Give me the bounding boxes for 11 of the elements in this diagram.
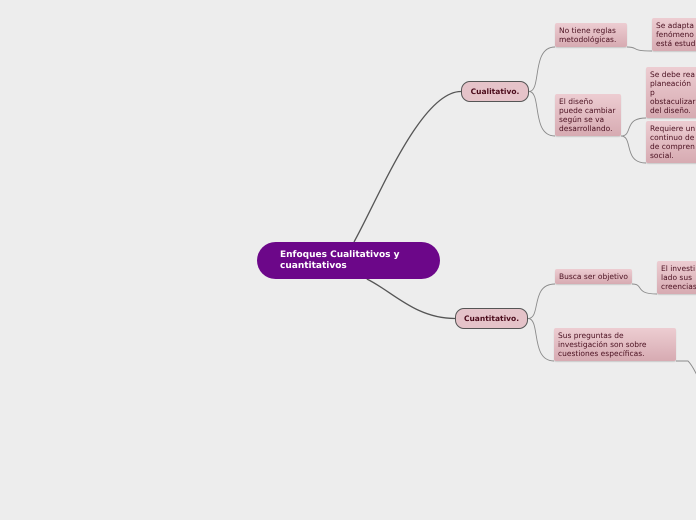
central-topic: Enfoques Cualitativos y cuantitativos [257,242,440,279]
connector-line [528,318,554,362]
connector-line [528,46,556,92]
connector-line [620,118,646,136]
connector-line [620,136,646,164]
connector-line [528,284,556,319]
connector-line [366,278,456,320]
connector-line [626,46,652,52]
connector-line [528,91,556,136]
connector-line [632,284,658,294]
connector-line [353,90,462,242]
